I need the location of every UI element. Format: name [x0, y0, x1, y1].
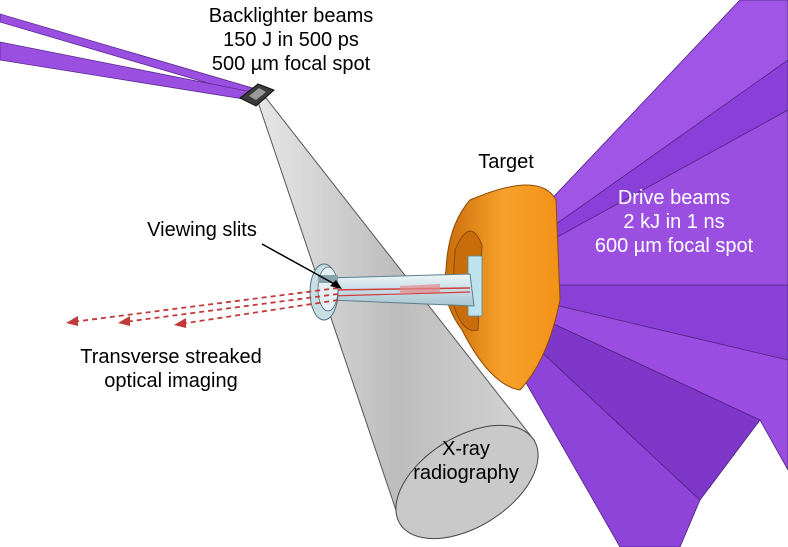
xray-cone — [257, 97, 539, 540]
backlighter-line-2: 150 J in 500 ps — [223, 29, 359, 51]
xray-label: X-ray radiography — [406, 437, 526, 485]
viewing-slits-label: Viewing slits — [147, 219, 257, 241]
shock-tube — [325, 273, 475, 307]
viewing-slits-pointer — [261, 243, 339, 287]
drive-line-1: Drive beams — [617, 187, 731, 209]
pointer-arrowhead — [330, 280, 342, 289]
arrowheads — [66, 316, 186, 328]
backlighter-foil — [239, 83, 275, 107]
drive-line-3: 600 µm focal spot — [594, 235, 754, 257]
backlighter-line-1: Backlighter beams — [208, 5, 374, 27]
optical-imaging-arrows — [71, 287, 339, 325]
transverse-line-1: Transverse streaked — [80, 346, 262, 368]
transverse-label: Transverse streaked optical imaging — [56, 345, 286, 393]
xray-line-2: radiography — [413, 462, 519, 484]
transverse-line-2: optical imaging — [104, 370, 238, 392]
target-label: Target — [478, 151, 534, 173]
drive-line-2: 2 kJ in 1 ns — [623, 211, 725, 233]
xray-line-1: X-ray — [442, 438, 490, 460]
drive-beams-label: Drive beams 2 kJ in 1 ns 600 µm focal sp… — [574, 186, 774, 258]
backlighter-line-3: 500 µm focal spot — [211, 53, 371, 75]
backlighter-label: Backlighter beams 150 J in 500 ps 500 µm… — [196, 4, 386, 76]
